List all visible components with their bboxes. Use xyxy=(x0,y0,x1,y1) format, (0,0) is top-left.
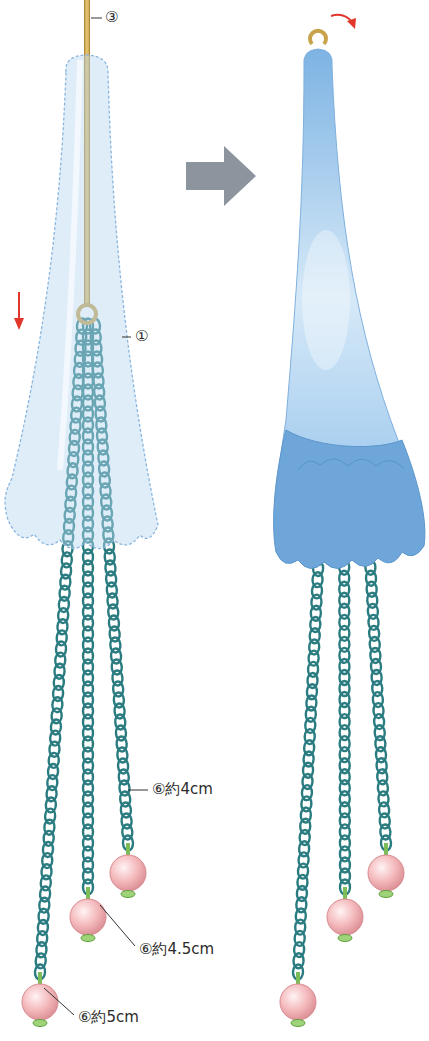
cover-hem xyxy=(298,459,404,470)
bead xyxy=(22,843,404,1027)
direction-arrow xyxy=(14,318,24,330)
bead-pin xyxy=(38,972,42,984)
bead xyxy=(327,899,363,935)
bead-cap xyxy=(81,935,95,942)
cover-hem xyxy=(274,430,425,569)
bead-pin xyxy=(343,887,347,899)
bead-pin xyxy=(86,887,90,899)
step-arrow xyxy=(186,146,256,206)
cover-highlight xyxy=(60,60,80,470)
cover-highlight xyxy=(302,230,350,370)
bead-cap xyxy=(121,891,135,898)
bead-pin xyxy=(296,972,300,984)
bead-pin xyxy=(126,843,130,855)
callout-label: ⑥約4.5cm xyxy=(137,940,216,958)
bead xyxy=(70,899,106,935)
bead-pin xyxy=(384,843,388,855)
direction-arrow xyxy=(18,292,20,322)
fabric-cover xyxy=(5,55,158,549)
bead xyxy=(110,855,146,891)
bead xyxy=(280,984,316,1020)
rotate-arrow xyxy=(347,18,356,29)
hook-ring xyxy=(310,31,326,44)
callout-label: ⑥約5cm xyxy=(76,1008,141,1026)
bead-cap xyxy=(338,935,352,942)
bead xyxy=(22,984,58,1020)
bead-cap xyxy=(379,891,393,898)
bead-cap xyxy=(33,1020,47,1027)
bead xyxy=(368,855,404,891)
callout-label: ① xyxy=(133,327,150,345)
leader-line xyxy=(44,18,148,1015)
callout-label: ⑥約4cm xyxy=(150,780,215,798)
bead-cap xyxy=(291,1020,305,1027)
callout-label: ③ xyxy=(103,8,120,26)
